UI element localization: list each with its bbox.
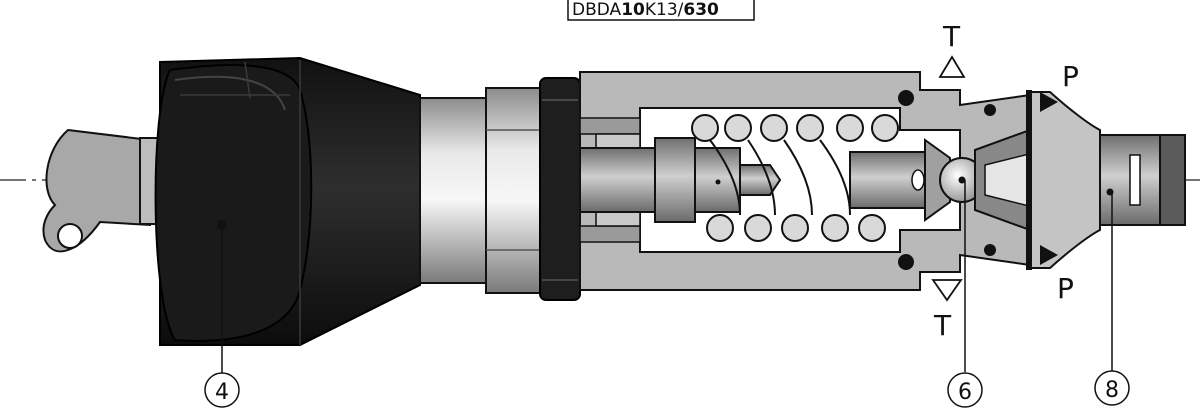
code-size: 10 [621,0,645,20]
code-pressure: 630 [683,0,719,20]
adapter-sleeve [419,97,487,284]
callout-4-label: 4 [215,380,229,405]
t-port-label-top: T [942,20,961,53]
t-port-arrow-bottom [931,279,963,302]
spring-plate [654,137,696,223]
callout-4: 4 [204,372,240,408]
t-port-label-bottom: T [933,309,952,342]
callout-8: 8 [1094,370,1130,406]
callout-8-label: 8 [1105,378,1119,403]
p-port-arrow-top [1040,92,1058,112]
lock-ring [539,77,581,301]
o-ring-top [898,90,914,106]
key-hole [57,223,83,249]
spring [691,114,899,242]
spindle-tip [739,164,782,196]
p-port-label-top: P [1062,60,1079,93]
key [42,128,163,253]
callout-6: 6 [947,372,983,408]
type-code: DBDA10K13/630 [567,0,755,21]
type-code-box [567,0,755,21]
o-ring-bottom [898,254,914,270]
knob [154,56,421,346]
p-port-arrow-bottom [1040,245,1058,265]
p-port-label-bottom: P [1057,272,1074,305]
callout-6-label: 6 [958,380,972,405]
callout-dot-4 [217,220,227,230]
t-port-arrow-top [938,55,966,78]
front-flange [1029,91,1101,269]
hex-nut [485,87,541,294]
code-mid: K13/ [645,0,684,20]
code-prefix: DBDA [572,0,622,20]
type-code-text: DBDA10K13/630 [572,0,719,20]
